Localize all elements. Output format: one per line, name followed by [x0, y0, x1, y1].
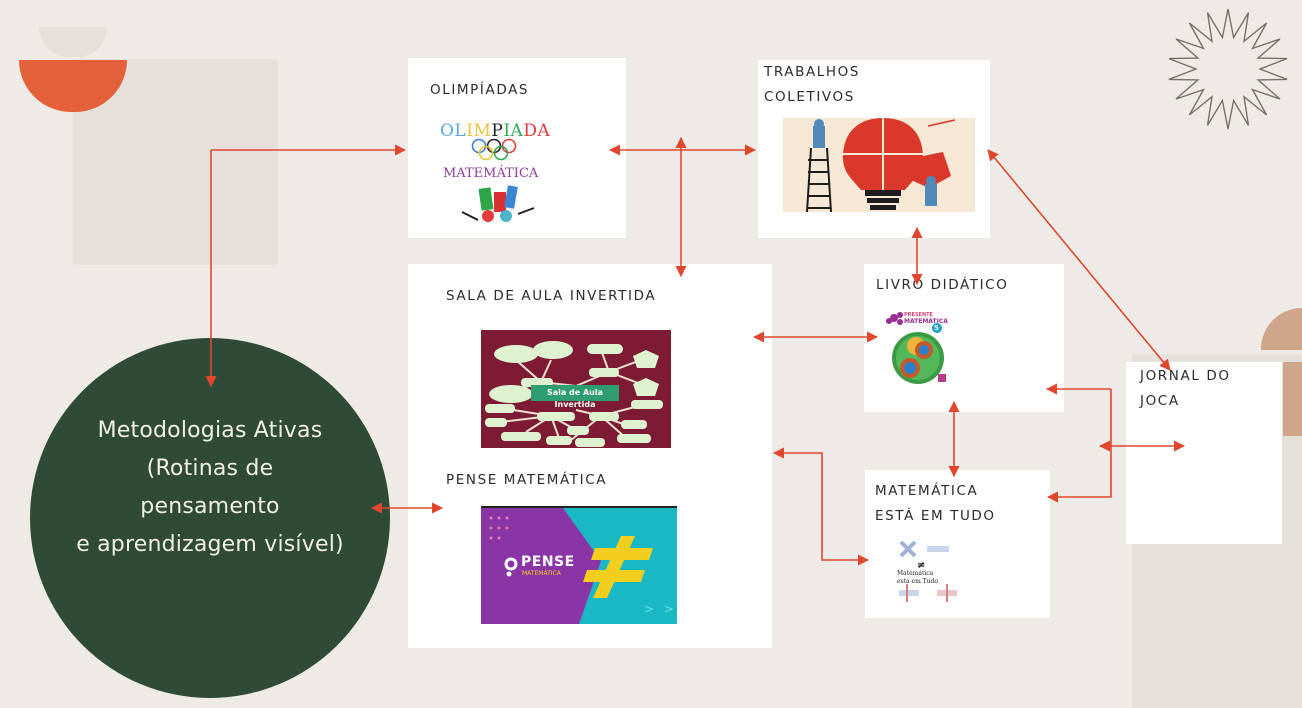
puzzle-lightbulb-icon	[806, 118, 956, 212]
mett-caption: Matemática está em Tudo	[897, 570, 938, 585]
olympic-rings-icon	[471, 138, 517, 161]
olimpiada-sub: MATEMÁTICA	[443, 166, 539, 181]
livro-brand: PRESENTE	[904, 312, 933, 318]
decorative-bar-tan	[1283, 362, 1302, 436]
node-title: JORNAL DO JOCA	[1140, 368, 1231, 409]
pense-matematica-image[interactable]: PENSE MATEMÁTICA > >	[481, 506, 677, 624]
pense-sub: MATEMÁTICA	[522, 570, 561, 577]
puzzle-lightbulb-image	[783, 118, 975, 212]
math-everywhere-icon	[899, 540, 957, 602]
node-olimpiadas[interactable]: OLIMPÍADAS OLIMPIADA MATEMÁTICA	[408, 58, 626, 238]
node-matematica-esta-em-tudo[interactable]: MATEMÁTICA ESTÁ EM TUDO ≠ Matemática est…	[865, 470, 1050, 618]
mett-symbol: ≠	[917, 560, 926, 571]
livro-cover-image: PRESENTE MATEMÁTICA 5	[886, 312, 956, 394]
arrow-trabalhos-jornal	[987, 149, 1171, 371]
pense-nav: > >	[644, 602, 677, 616]
starburst-icon	[1168, 8, 1288, 130]
mind-map-center-label: Sala de Aula Invertida	[546, 388, 604, 409]
node-jornal-do-joca[interactable]: JORNAL DO JOCA	[1126, 362, 1282, 544]
node-title: OLIMPÍADAS	[430, 82, 530, 98]
book-cover-icon	[886, 312, 946, 384]
arrow-pense-mett	[772, 447, 870, 566]
math-objects-icon	[461, 185, 535, 222]
livro-sub: MATEMÁTICA	[904, 318, 948, 325]
olimpiada-image: OLIMPIADA MATEMÁTICA	[438, 118, 558, 228]
node-trabalhos-coletivos[interactable]: TRABALHOS COLETIVOS	[758, 60, 990, 238]
node-title: TRABALHOS COLETIVOS	[764, 64, 861, 105]
node-group-sala-pense: SALA DE AULA INVERTIDA	[408, 264, 772, 648]
central-node-metodologias-ativas[interactable]: Metodologias Ativas (Rotinas de pensamen…	[30, 338, 390, 698]
mind-map-icon	[485, 341, 663, 447]
pense-banner-icon	[481, 506, 677, 624]
central-node-label: Metodologias Ativas (Rotinas de pensamen…	[76, 418, 344, 557]
node-title-pense-matematica: PENSE MATEMÁTICA	[446, 472, 608, 488]
matematica-tudo-image: ≠ Matemática está em Tudo	[893, 538, 983, 610]
livro-volume: 5	[934, 324, 939, 332]
mind-map-image[interactable]: Sala de Aula Invertida	[481, 330, 671, 448]
node-title: MATEMÁTICA ESTÁ EM TUDO	[875, 483, 996, 524]
pense-brand: PENSE	[521, 554, 575, 570]
arrow-jornal-mett	[1046, 389, 1112, 503]
node-title-sala-aula-invertida: SALA DE AULA INVERTIDA	[446, 288, 657, 304]
